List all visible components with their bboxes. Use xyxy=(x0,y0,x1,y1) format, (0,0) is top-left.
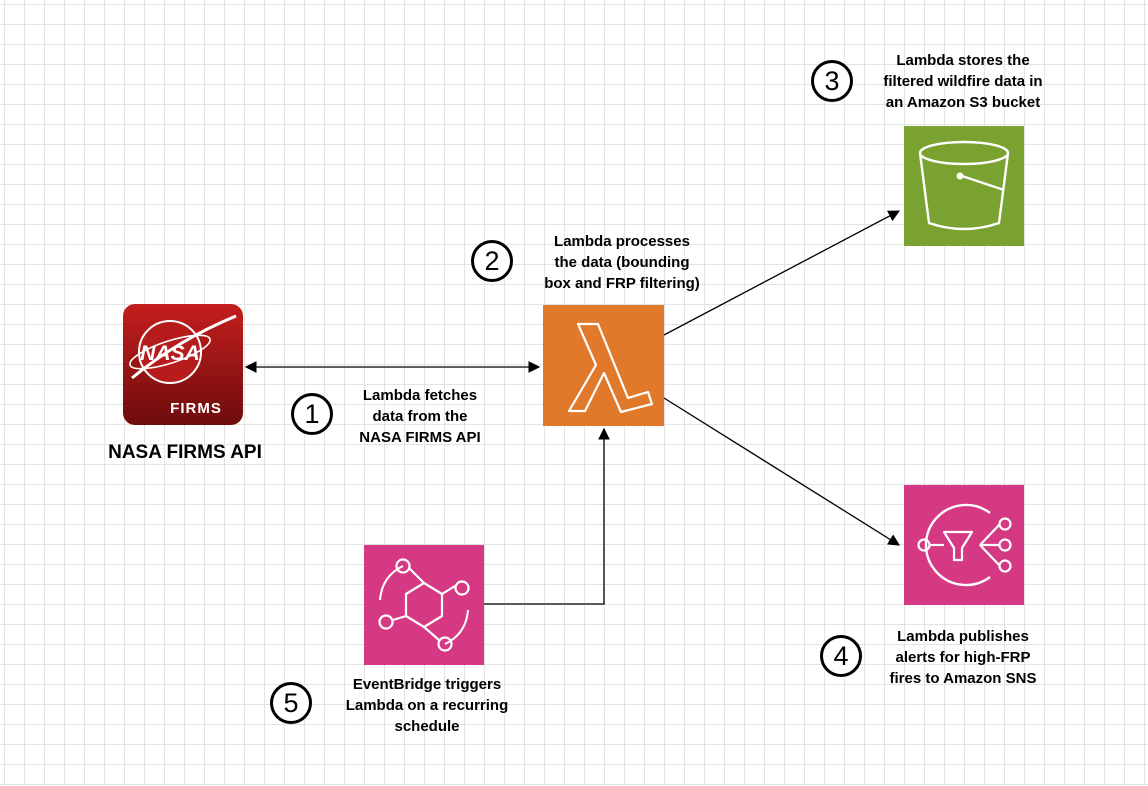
nasa-firms-logo: NASA FIRMS xyxy=(123,304,243,425)
step-1-line-3: NASA FIRMS API xyxy=(359,429,481,446)
step-2-badge: 2 xyxy=(471,240,513,282)
step-2-line-1: Lambda processes xyxy=(554,233,690,250)
step-1-badge: 1 xyxy=(291,393,333,435)
step-5-line-3: schedule xyxy=(394,718,460,735)
edge-lambda-sns xyxy=(663,397,900,546)
sns-node xyxy=(904,485,1024,605)
step-2-line-2: the data (bounding xyxy=(554,254,690,271)
step-2-label: Lambda processes the data (bounding box … xyxy=(516,231,728,294)
step-5-label: EventBridge triggers Lambda on a recurri… xyxy=(322,674,532,737)
step-4-line-2: alerts for high-FRP xyxy=(895,649,1031,666)
step-4-line-3: fires to Amazon SNS xyxy=(889,670,1037,687)
step-5-badge: 5 xyxy=(270,682,312,724)
step-3-line-3: an Amazon S3 bucket xyxy=(885,94,1041,111)
funnel-icon xyxy=(942,530,974,562)
lambda-node xyxy=(543,305,664,426)
eventbridge-link-tl xyxy=(408,567,425,584)
step-4-badge: 4 xyxy=(820,635,862,677)
sns-endpoint-mid xyxy=(998,538,1012,552)
step-2-line-3: box and FRP filtering) xyxy=(544,275,700,292)
sns-branch-top xyxy=(979,523,1001,546)
step-1-line-2: data from the xyxy=(372,408,468,425)
step-3-line-2: filtered wildfire data in xyxy=(883,73,1043,90)
nasa-logo-text: NASA xyxy=(140,342,200,365)
nasa-swoosh-icon xyxy=(131,314,237,380)
lambda-node-bg xyxy=(543,305,664,426)
sns-endpoint-bottom xyxy=(998,559,1012,573)
step-5-line-2: Lambda on a recurring xyxy=(345,697,509,714)
s3-bucket-icon xyxy=(918,152,1010,231)
step-3-badge: 3 xyxy=(811,60,853,102)
edge-eventbridge-lambda xyxy=(484,427,610,605)
sns-arc-icon xyxy=(924,503,991,587)
eventbridge-node-bg xyxy=(364,545,484,665)
firms-logo-text: FIRMS xyxy=(170,400,222,417)
s3-handle-dot xyxy=(956,172,964,180)
eventbridge-arc-top xyxy=(379,565,404,601)
step-4-label: Lambda publishes alerts for high-FRP fir… xyxy=(868,626,1058,689)
eventbridge-link-bl xyxy=(392,614,407,622)
lambda-icon xyxy=(567,322,654,414)
nasa-firms-api-title: NASA FIRMS API xyxy=(108,442,262,463)
eventbridge-node-tl xyxy=(395,558,411,574)
step-5-line-1: EventBridge triggers xyxy=(352,676,502,693)
sns-source-dot xyxy=(917,538,931,552)
eventbridge-node xyxy=(364,545,484,665)
step-4-line-1: Lambda publishes xyxy=(897,628,1029,645)
eventbridge-node-tr xyxy=(454,580,470,596)
step-3-label: Lambda stores the filtered wildfire data… xyxy=(850,50,1076,113)
sns-endpoint-top xyxy=(998,517,1012,531)
eventbridge-node-br xyxy=(437,636,453,652)
sns-branch-bottom xyxy=(979,544,1001,567)
nasa-orbit-icon xyxy=(129,334,211,370)
edge-lambda-s3 xyxy=(663,210,901,336)
eventbridge-arc-bottom xyxy=(444,609,469,645)
step-1-label: Lambda fetches data from the NASA FIRMS … xyxy=(330,385,510,448)
s3-handle-icon xyxy=(961,174,1005,192)
s3-node xyxy=(904,126,1024,246)
eventbridge-node-bl xyxy=(378,614,394,630)
step-1-line-1: Lambda fetches xyxy=(362,387,478,404)
eventbridge-link-tr xyxy=(441,585,456,595)
eventbridge-link-br xyxy=(423,626,440,641)
step-3-line-1: Lambda stores the xyxy=(896,52,1030,69)
